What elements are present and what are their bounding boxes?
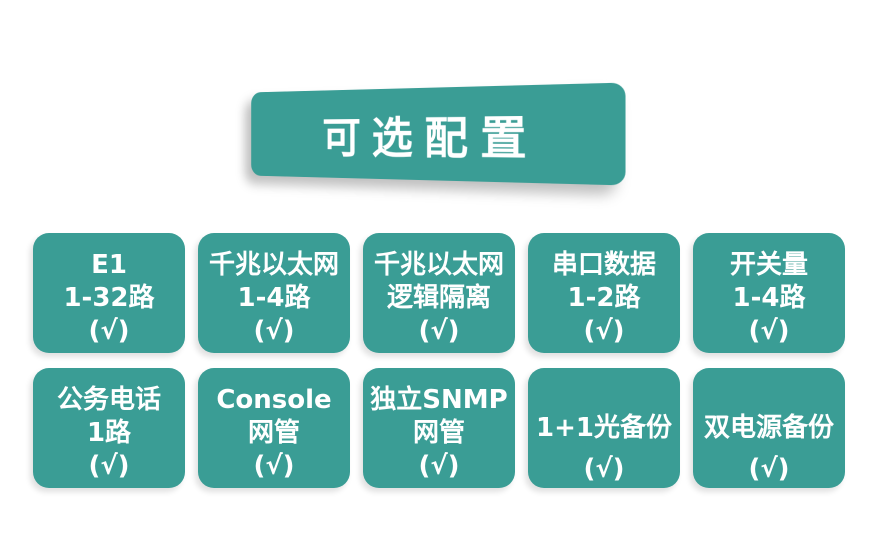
card-check: (√) bbox=[583, 315, 625, 346]
card-line: 开关量 bbox=[729, 249, 808, 280]
card-check: (√) bbox=[253, 315, 295, 346]
title-banner: 可选配置 bbox=[251, 82, 626, 186]
card-line: Console bbox=[216, 384, 332, 415]
option-card-gigabit-isolation: 千兆以太网 逻辑隔离 (√) bbox=[363, 233, 515, 353]
card-line: 千兆以太网 bbox=[208, 249, 339, 280]
card-line: 1路 bbox=[86, 417, 132, 448]
card-check: (√) bbox=[583, 454, 625, 484]
options-grid: E1 1-32路 (√) 千兆以太网 1-4路 (√) 千兆以太网 逻辑隔离 (… bbox=[33, 233, 845, 488]
page-title: 可选配置 bbox=[322, 111, 540, 167]
card-line: 独立SNMP bbox=[370, 384, 508, 415]
card-check: (√) bbox=[88, 315, 130, 346]
option-card-optical-backup: 1+1光备份 (√) bbox=[528, 368, 680, 488]
option-card-snmp-nms: 独立SNMP 网管 (√) bbox=[363, 368, 515, 488]
option-card-serial-data: 串口数据 1-2路 (√) bbox=[528, 233, 680, 353]
card-line: 双电源备份 bbox=[703, 412, 834, 443]
card-line: 逻辑隔离 bbox=[386, 282, 491, 313]
option-card-e1: E1 1-32路 (√) bbox=[33, 233, 185, 353]
card-check: (√) bbox=[88, 450, 130, 481]
option-card-dual-power: 双电源备份 (√) bbox=[693, 368, 845, 488]
option-card-console-nms: Console 网管 (√) bbox=[198, 368, 350, 488]
option-card-gigabit-ethernet: 千兆以太网 1-4路 (√) bbox=[198, 233, 350, 353]
card-line: 千兆以太网 bbox=[373, 249, 504, 280]
card-line: 1-32路 bbox=[63, 282, 155, 313]
card-line: 公务电话 bbox=[56, 384, 161, 415]
card-line: E1 bbox=[91, 249, 127, 280]
card-check: (√) bbox=[418, 315, 460, 346]
card-line: 1-4路 bbox=[237, 282, 311, 313]
card-line: 网管 bbox=[412, 417, 465, 448]
card-check: (√) bbox=[748, 454, 790, 484]
card-line: 串口数据 bbox=[551, 249, 656, 280]
card-line: 1-4路 bbox=[732, 282, 806, 313]
card-check: (√) bbox=[253, 450, 295, 481]
card-line: 1+1光备份 bbox=[536, 412, 672, 443]
card-line: 网管 bbox=[247, 417, 300, 448]
option-card-service-phone: 公务电话 1路 (√) bbox=[33, 368, 185, 488]
card-check: (√) bbox=[748, 315, 790, 346]
card-line: 1-2路 bbox=[567, 282, 641, 313]
card-check: (√) bbox=[418, 450, 460, 481]
option-card-switch-signal: 开关量 1-4路 (√) bbox=[693, 233, 845, 353]
